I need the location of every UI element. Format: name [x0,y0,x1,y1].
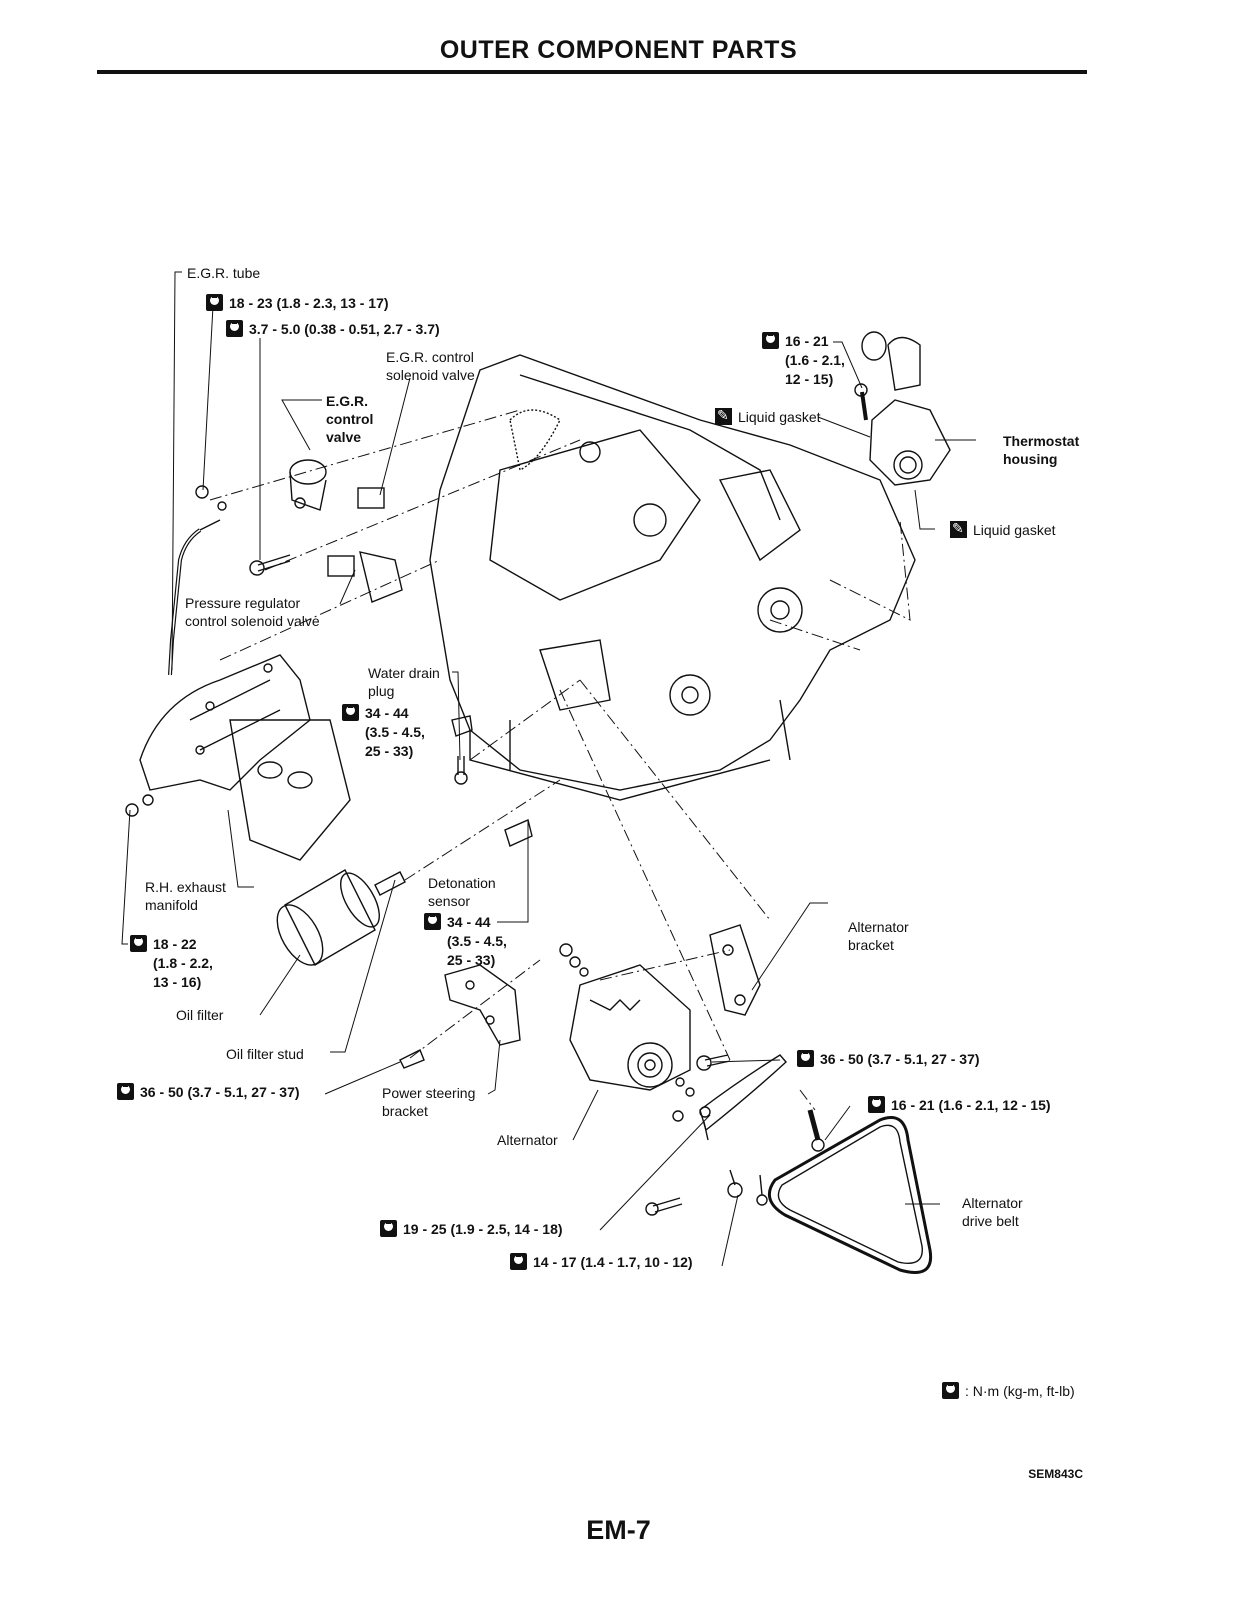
detonation-sensor-part [504,819,533,847]
torque-wrench-icon [342,704,359,721]
oil-filter-stud-part [374,871,406,896]
torque-egr-tube-nut: 18 - 23 (1.8 - 2.3, 13 - 17) [206,294,389,313]
alternator-drive-belt [767,1116,933,1274]
engine-block [429,354,916,801]
title-rule [97,70,1087,74]
label-water-drain-plug: Water drain plug [368,665,440,699]
pressure-regulator-solenoid [327,555,355,577]
label-alternator: Alternator [497,1132,558,1148]
adjusting-bar [699,1054,787,1132]
liquid-gasket-icon [950,520,967,538]
torque-ps-bracket-bolt: 36 - 50 (3.7 - 5.1, 27 - 37) [117,1083,300,1102]
egr-solenoid-valve [357,487,385,509]
egr-tube-nut [195,485,209,499]
label-liquid-gasket-1: Liquid gasket [715,407,821,426]
label-detonation-sensor: Detonation sensor [428,875,496,909]
torque-wrench-icon [942,1382,959,1399]
torque-wrench-icon [117,1083,134,1100]
label-oil-filter-stud: Oil filter stud [226,1046,304,1062]
egr-valve [289,459,327,511]
torque-wrench-icon [380,1220,397,1237]
label-egr-control-solenoid-valve: E.G.R. control solenoid valve [386,349,475,383]
torque-alt-bracket-bolt: 36 - 50 (3.7 - 5.1, 27 - 37) [797,1050,980,1069]
page-title: OUTER COMPONENT PARTS [439,36,798,64]
torque-wrench-icon [762,332,779,349]
oil-filter-part [276,869,380,966]
label-pressure-regulator-solenoid: Pressure regulator control solenoid valv… [185,595,320,629]
water-drain-plug [451,715,473,737]
torque-thermostat-bolt: 16 - 21 (1.6 - 2.1, 12 - 15) [762,332,845,389]
label-thermostat-housing: Thermostat housing [1003,433,1080,467]
alternator-part [569,964,691,1091]
label-alternator-bracket: Alternator bracket [848,919,909,953]
torque-detonation-sensor: 34 - 44 (3.5 - 4.5, 25 - 33) [424,913,507,970]
liquid-gasket-icon [715,407,732,425]
alternator-bracket-part [709,924,761,1016]
torque-adjusting-bolt: 14 - 17 (1.4 - 1.7, 10 - 12) [510,1253,693,1272]
label-liquid-gasket-2: Liquid gasket [950,520,1056,539]
label-alternator-drive-belt: Alternator drive belt [962,1195,1023,1229]
torque-alt-lower-bolt: 19 - 25 (1.9 - 2.5, 14 - 18) [380,1220,563,1239]
label-egr-tube: E.G.R. tube [187,265,261,281]
thermostat-housing-part [854,331,951,486]
torque-wrench-icon [868,1096,885,1113]
figure-code: SEM843C [1028,1467,1083,1481]
torque-units-legend: : N·m (kg-m, ft-lb) [942,1382,1075,1399]
exhaust-nut [125,803,139,817]
page-number: EM-7 [586,1515,651,1545]
torque-wrench-icon [130,935,147,952]
torque-exhaust-manifold-nut: 18 - 22 (1.8 - 2.2, 13 - 16) [130,935,213,992]
label-oil-filter: Oil filter [176,1007,224,1023]
torque-wrench-icon [510,1253,527,1270]
torque-egr-valve-bolt: 3.7 - 5.0 (0.38 - 0.51, 2.7 - 3.7) [226,320,440,339]
leader-lines [121,271,976,1267]
power-steering-bracket-part [444,964,521,1046]
label-egr-control-valve: E.G.R. control valve [326,393,374,445]
alignment-lines [209,409,911,1111]
label-power-steering-bracket: Power steering bracket [382,1085,476,1119]
rh-exhaust-manifold [139,654,351,861]
torque-adjusting-bar-bolt: 16 - 21 (1.6 - 2.1, 12 - 15) [868,1096,1051,1115]
torque-wrench-icon [797,1050,814,1067]
torque-wrench-icon [206,294,223,311]
torque-wrench-icon [424,913,441,930]
torque-wrench-icon [226,320,243,337]
label-rh-exhaust-manifold: R.H. exhaust manifold [145,879,226,913]
torque-water-drain-plug: 34 - 44 (3.5 - 4.5, 25 - 33) [342,704,425,761]
